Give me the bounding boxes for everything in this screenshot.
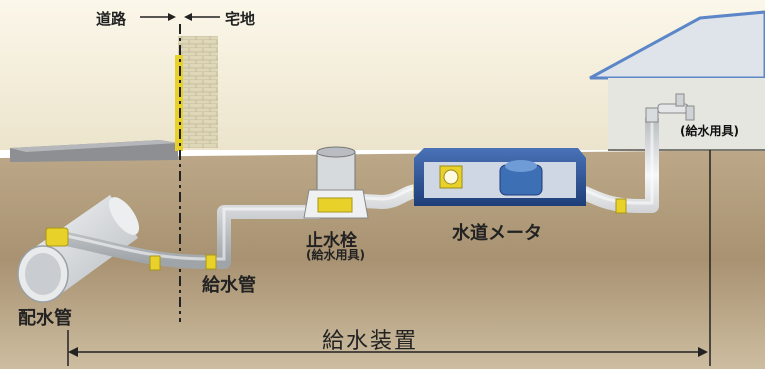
water-meter-label: 水道メータ	[452, 223, 542, 244]
road-label: 道路	[96, 10, 127, 28]
stop-valve-sublabel: (給水用具)	[306, 248, 365, 262]
residential-lot-label: 宅地	[225, 10, 256, 28]
service-pipe-label: 給水管	[202, 275, 256, 296]
boundary-wall	[178, 36, 218, 148]
water-supply-system-label: 給水装置	[322, 329, 419, 354]
service-pipe	[60, 118, 659, 269]
stop-valve	[303, 146, 369, 219]
distribution-main-pipe	[17, 195, 140, 303]
road-curb	[10, 140, 178, 162]
stop-valve-label: 止水栓	[306, 231, 357, 251]
faucet	[645, 93, 695, 123]
distribution-main-label: 配水管	[18, 308, 72, 329]
faucet-sublabel: (給水用具)	[680, 124, 739, 138]
water-meter-box	[414, 148, 586, 206]
